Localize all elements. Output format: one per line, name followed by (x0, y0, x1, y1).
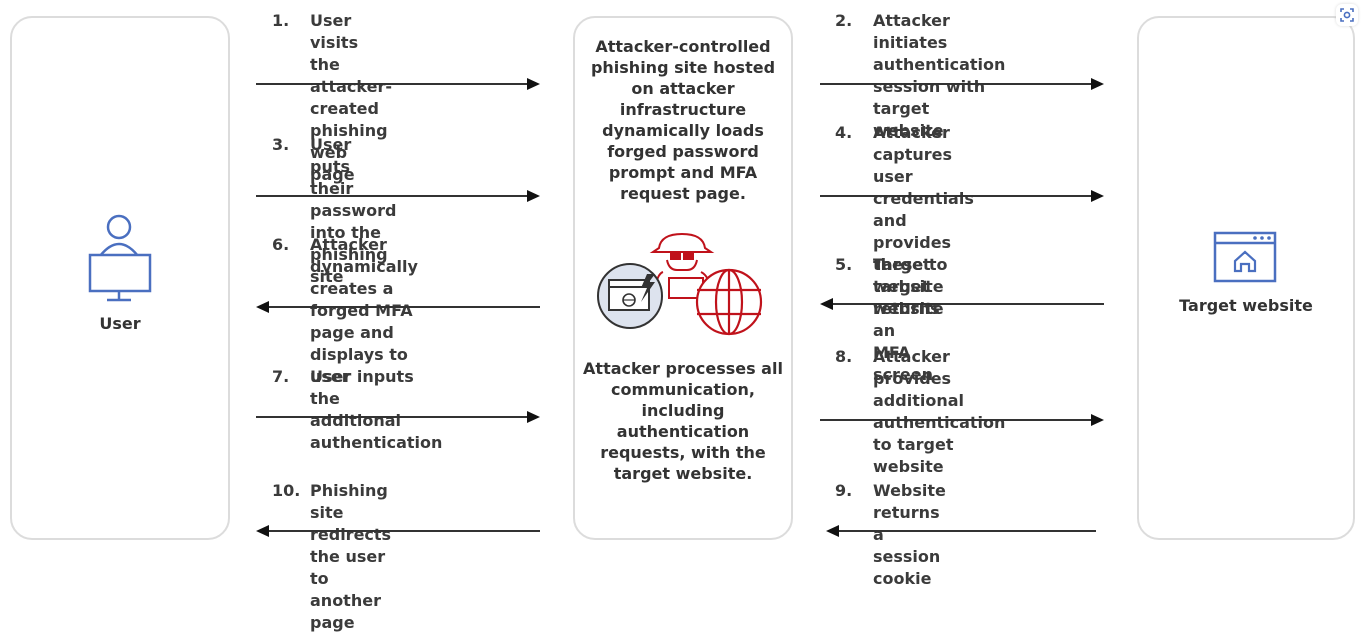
target-website-label: Target website (1179, 296, 1313, 315)
arrow-step-8 (820, 414, 1104, 426)
arrow-step-6 (256, 301, 540, 313)
step-text: Attacker dynamically creates a forged MF… (310, 235, 418, 386)
step-number: 7. (272, 367, 290, 386)
step-text: User inputs the additional authenticatio… (310, 367, 443, 452)
user-label: User (99, 314, 141, 333)
arrow-step-9 (826, 525, 1096, 537)
attacker-processing-description: Attacker processes all communication, in… (583, 359, 783, 483)
step-text: Phishing site redirects the user to anot… (310, 481, 392, 632)
globe-icon (695, 268, 763, 336)
step-text: User visits the attacker- created phishi… (310, 11, 392, 184)
visual-search-icon (1340, 8, 1354, 22)
step-number: 8. (835, 347, 853, 366)
step-text: Attacker initiates authentication sessio… (873, 11, 1006, 140)
step-number: 2. (835, 11, 853, 30)
user-at-computer-icon (88, 214, 152, 302)
step-number: 5. (835, 255, 853, 274)
step-number: 6. (272, 235, 290, 254)
arrow-step-3 (256, 190, 540, 202)
attacker-site-description: Attacker-controlled phishing site hosted… (590, 37, 776, 203)
step-text: Attacker provides additional authenticat… (873, 347, 1006, 476)
phishing-browser-icon (597, 263, 663, 329)
arrow-step-7 (256, 411, 540, 423)
step-text: User puts their password into the phishi… (310, 135, 397, 286)
arrow-step-5 (820, 298, 1104, 310)
arrow-step-2 (820, 78, 1104, 90)
step-number: 10. (272, 481, 301, 500)
target-website-panel: Target website (1137, 16, 1355, 540)
visual-search-button[interactable] (1336, 4, 1358, 26)
user-panel: User (10, 16, 230, 540)
arrow-step-1 (256, 78, 540, 90)
attacker-illustration (597, 232, 763, 336)
step-number: 9. (835, 481, 853, 500)
arrow-step-4 (820, 190, 1104, 202)
step-number: 3. (272, 135, 290, 154)
attacker-panel: Attacker-controlled phishing site hosted… (573, 16, 793, 540)
step-number: 1. (272, 11, 290, 30)
arrow-step-10 (256, 525, 540, 537)
website-home-icon (1213, 231, 1277, 283)
step-number: 4. (835, 123, 853, 142)
